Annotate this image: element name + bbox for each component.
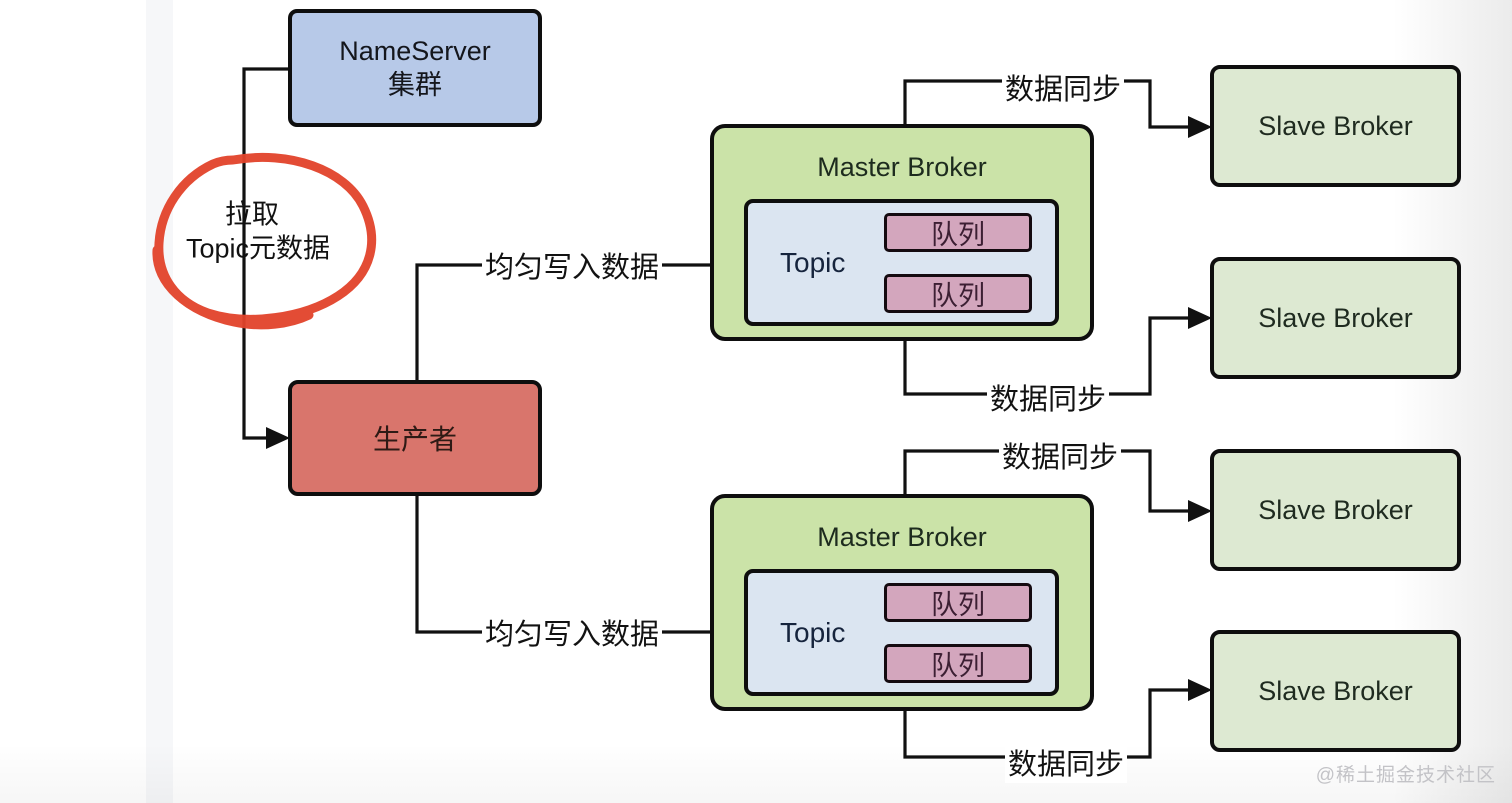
edge-sync-2 (903, 316, 1190, 396)
queue-label: 队列 (931, 281, 985, 311)
arrowhead-producer (266, 427, 290, 449)
slave-broker-1-label: Slave Broker (1258, 110, 1413, 141)
edge-label-write-2: 均匀写入数据 (481, 611, 663, 653)
annotation-circle-tail (152, 245, 314, 330)
slave-broker-4: Slave Broker (1210, 630, 1461, 752)
edge-nameserver-to-producer (242, 67, 288, 440)
arrowhead-sync-2 (1188, 307, 1212, 329)
master-broker-2: Master Broker Topic 队列 队列 (710, 494, 1094, 711)
edge-label-sync-2: 数据同步 (986, 376, 1110, 418)
master-broker-2-title: Master Broker (817, 522, 987, 552)
master-broker-1-title: Master Broker (817, 152, 987, 182)
annotation-line1: 拉取 (225, 199, 279, 230)
edge-label-sync-1: 数据同步 (1001, 66, 1125, 108)
master-broker-2-queue-2: 队列 (884, 644, 1032, 683)
slave-broker-4-label: Slave Broker (1258, 675, 1413, 706)
edge-sync-3 (903, 449, 1190, 513)
slave-broker-2-label: Slave Broker (1258, 302, 1413, 333)
background-left-band (146, 0, 173, 803)
edge-sync-1 (903, 79, 1190, 129)
arrowhead-sync-1 (1188, 116, 1212, 138)
edge-label-sync-3: 数据同步 (998, 434, 1122, 476)
slave-broker-3-label: Slave Broker (1258, 494, 1413, 525)
annotation-line2: Topic元数据 (185, 233, 331, 264)
nameserver-label-line2: 集群 (387, 70, 442, 100)
master-broker-1-topic-label: Topic (780, 246, 846, 278)
master-broker-1: Master Broker Topic 队列 队列 (710, 124, 1094, 341)
producer-label: 生产者 (372, 424, 457, 455)
background-bottom-fade (0, 743, 1512, 803)
master-broker-2-topic-label: Topic (780, 616, 846, 648)
queue-label: 队列 (931, 220, 985, 250)
queue-label: 队列 (931, 651, 985, 681)
edge-label-write-1: 均匀写入数据 (481, 244, 663, 286)
slave-broker-1: Slave Broker (1210, 65, 1461, 187)
arrowhead-sync-4 (1188, 679, 1212, 701)
watermark: @稀土掘金技术社区 (1315, 765, 1496, 786)
slave-broker-3: Slave Broker (1210, 449, 1461, 571)
master-broker-1-queue-2: 队列 (884, 274, 1032, 313)
nameserver-label-line1: NameServer (339, 36, 491, 66)
master-broker-2-queue-1: 队列 (884, 583, 1032, 622)
nameserver-box: NameServer 集群 (288, 9, 542, 127)
master-broker-1-queue-1: 队列 (884, 213, 1032, 252)
master-broker-1-topic-box: Topic 队列 队列 (744, 199, 1059, 326)
queue-label: 队列 (931, 590, 985, 620)
producer-box: 生产者 (288, 380, 542, 496)
arrowhead-sync-3 (1188, 500, 1212, 522)
edge-label-sync-4: 数据同步 (1004, 741, 1128, 783)
slave-broker-2: Slave Broker (1210, 257, 1461, 379)
master-broker-2-topic-box: Topic 队列 队列 (744, 569, 1059, 696)
edge-sync-4 (903, 688, 1190, 759)
